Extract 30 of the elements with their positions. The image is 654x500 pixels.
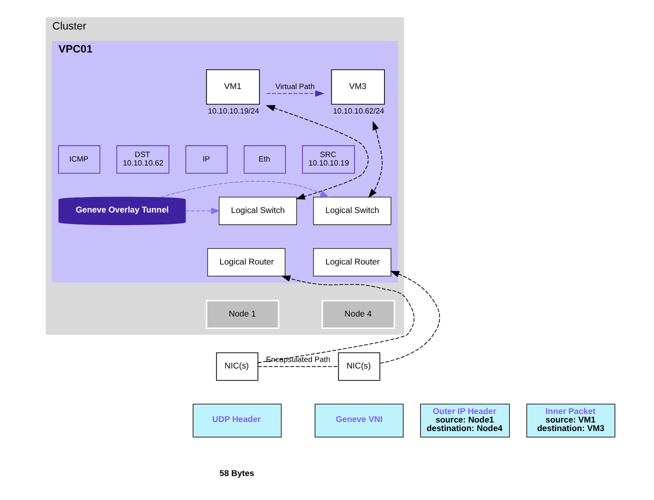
node-box: Node 4: [321, 300, 395, 329]
node-label: 10.10.10.19/24: [208, 106, 259, 116]
node-box: NIC(s): [338, 352, 380, 381]
edge-label: Encapsulated Path: [266, 354, 330, 364]
node-box: Node 1: [205, 300, 279, 329]
node-box: NIC(s): [216, 352, 258, 381]
arrow: [368, 120, 382, 198]
node-box: Inner Packet source: VM1 destination: VM3: [526, 404, 615, 438]
node-box: Geneve VNI: [314, 404, 404, 438]
node-box: UDP Header: [192, 404, 282, 438]
arrow: [184, 208, 220, 214]
arrow: [160, 180, 329, 198]
node-box: ICMP: [58, 145, 100, 174]
node-box: SRC 10.10.10.19: [302, 145, 354, 174]
edge-label: Virtual Path: [274, 82, 314, 91]
connector: [257, 366, 338, 367]
node-box: Eth: [243, 145, 286, 174]
node-box: Logical Router: [312, 248, 391, 276]
node-box: Logical Switch: [218, 196, 297, 226]
arrow: [257, 275, 414, 364]
arrow: [266, 90, 324, 97]
node-box: Outer IP Header source: Node1 destination: Node4: [420, 404, 510, 438]
node-box: Logical Router: [206, 248, 285, 276]
arrow: [265, 105, 368, 200]
arrow: [379, 270, 440, 364]
node-box: Logical Switch: [312, 196, 391, 226]
node-label: 10.10.10.62/24: [332, 106, 384, 116]
label: 58 Bytes: [219, 468, 254, 478]
node-box: DST 10.10.10.62: [116, 145, 169, 174]
node-box: IP: [184, 145, 228, 174]
